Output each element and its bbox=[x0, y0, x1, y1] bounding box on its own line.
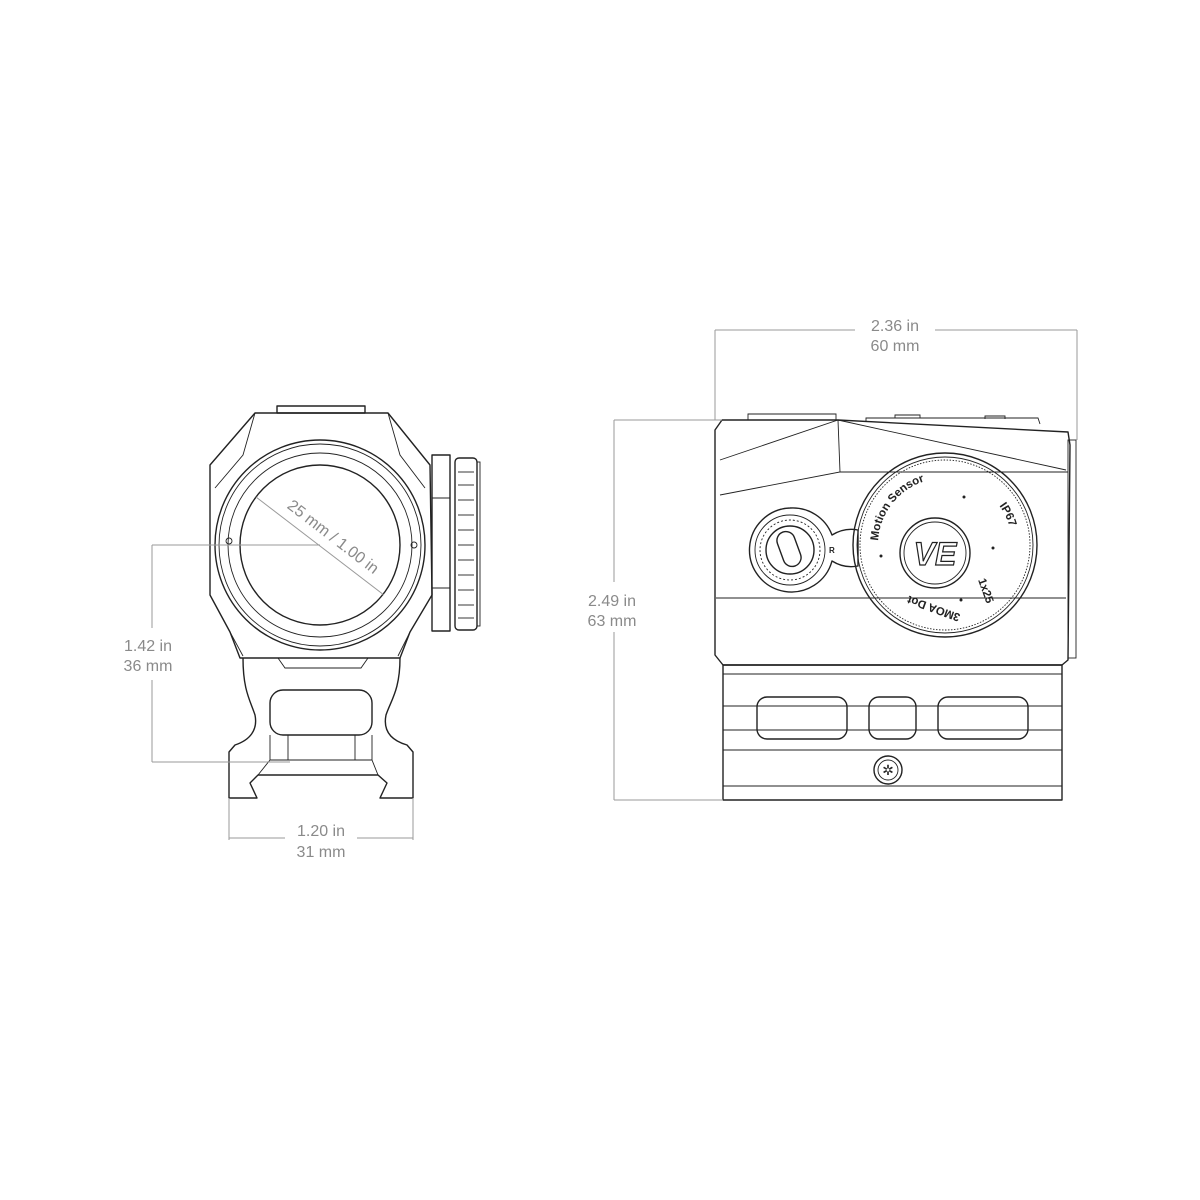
side-mount: ✲ bbox=[722, 664, 1063, 801]
mount-window bbox=[269, 689, 373, 736]
svg-text:63 mm: 63 mm bbox=[588, 613, 637, 630]
turret-text-3moa-dot: 3MOA Dot bbox=[906, 593, 962, 623]
turret-text-ip67: IP67 bbox=[997, 501, 1018, 528]
svg-text:1.42 in: 1.42 in bbox=[124, 638, 172, 655]
torx-icon: ✲ bbox=[882, 764, 894, 779]
svg-text:36 mm: 36 mm bbox=[124, 658, 173, 675]
overall-height-dimension: 2.49 in 63 mm bbox=[588, 419, 723, 801]
mount-screw bbox=[873, 755, 903, 785]
mount-outline bbox=[228, 657, 414, 799]
height-to-center-dimension: 1.42 in 36 mm bbox=[124, 544, 320, 763]
turret-text-1x25: 1x25 bbox=[975, 577, 995, 606]
lens-diameter-label: 25 mm / 1.00 in bbox=[284, 497, 382, 578]
svg-text:60 mm: 60 mm bbox=[871, 338, 920, 355]
top-rail-cap bbox=[276, 405, 366, 414]
overall-length-dimension: 2.36 in 60 mm bbox=[714, 318, 1078, 440]
svg-text:2.49 in: 2.49 in bbox=[588, 593, 636, 610]
svg-text:R: R bbox=[829, 546, 835, 555]
side-body-outline bbox=[714, 419, 1071, 666]
brightness-knob: R bbox=[748, 507, 859, 593]
body-base-lip bbox=[277, 657, 369, 669]
svg-text:31 mm: 31 mm bbox=[297, 844, 346, 861]
brightness-knob-side bbox=[431, 454, 481, 632]
svg-text:1.20 in: 1.20 in bbox=[297, 823, 345, 840]
mount-width-dimension: 1.20 in 31 mm bbox=[228, 798, 414, 861]
svg-text:2.36 in: 2.36 in bbox=[871, 318, 919, 335]
logo-ring bbox=[899, 517, 971, 589]
brand-logo: VE bbox=[914, 536, 958, 572]
knob-slot bbox=[776, 530, 802, 568]
side-view: R VE Motion Sensor IP67 1x25 3MOA Dot bbox=[588, 318, 1078, 801]
battery-turret: VE Motion Sensor IP67 1x25 3MOA Dot bbox=[852, 452, 1038, 638]
front-view: 25 mm / 1.00 in 1.42 in 36 mm 1.20 in 31… bbox=[124, 405, 481, 861]
